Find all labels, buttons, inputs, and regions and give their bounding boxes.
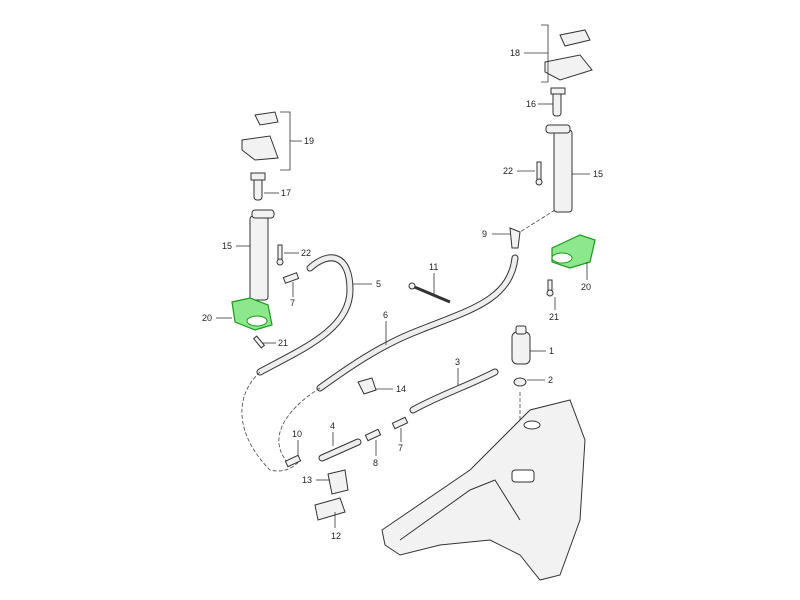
- connector-7-lower[interactable]: [391, 416, 409, 430]
- dashed-routing-line: [241, 371, 301, 472]
- callout-4[interactable]: 4: [330, 421, 335, 431]
- nozzle-17[interactable]: [250, 172, 266, 201]
- callout-21-left[interactable]: 21: [278, 338, 288, 348]
- clip-14[interactable]: [357, 377, 377, 395]
- washer-cylinder-15-left[interactable]: [249, 209, 275, 301]
- nozzle-16[interactable]: [550, 87, 566, 117]
- bracket-20-right[interactable]: [551, 234, 596, 269]
- callout-9[interactable]: 9: [482, 229, 487, 239]
- callout-22-right[interactable]: 22: [503, 166, 513, 176]
- callout-19[interactable]: 19: [304, 136, 314, 146]
- callout-14[interactable]: 14: [396, 384, 406, 394]
- callout-18[interactable]: 18: [510, 48, 520, 58]
- callout-7-lower[interactable]: 7: [398, 443, 403, 453]
- dashed-routing-line: [519, 209, 556, 233]
- screw-21-left[interactable]: [252, 335, 266, 349]
- dashed-routing-line: [278, 387, 321, 466]
- hose-3[interactable]: [409, 368, 499, 414]
- callout-6[interactable]: 6: [383, 310, 388, 320]
- screw-22-right[interactable]: [535, 161, 543, 186]
- connector-9[interactable]: [509, 227, 521, 249]
- connector-8[interactable]: [364, 428, 382, 442]
- callout-21-right[interactable]: 21: [549, 312, 559, 322]
- callout-10[interactable]: 10: [292, 429, 302, 439]
- nozzle-cover-18[interactable]: [544, 29, 593, 81]
- holder-12[interactable]: [314, 497, 346, 521]
- washer-reservoir[interactable]: [381, 399, 586, 581]
- washer-pump-1[interactable]: [511, 325, 531, 365]
- callout-15-left[interactable]: 15: [222, 241, 232, 251]
- hose-6[interactable]: [316, 254, 519, 392]
- clip-13[interactable]: [327, 469, 349, 495]
- callout-8[interactable]: 8: [373, 458, 378, 468]
- grommet-2[interactable]: [513, 377, 527, 387]
- callout-15-right[interactable]: 15: [593, 169, 603, 179]
- cable-tie-11[interactable]: [408, 282, 451, 304]
- callout-16[interactable]: 16: [526, 99, 536, 109]
- screw-22-left[interactable]: [276, 244, 284, 266]
- callout-5[interactable]: 5: [376, 279, 381, 289]
- callout-11[interactable]: 11: [429, 262, 438, 272]
- screw-21-right[interactable]: [546, 279, 554, 297]
- hose-4[interactable]: [318, 438, 362, 462]
- connector-10[interactable]: [284, 454, 302, 468]
- callout-13[interactable]: 13: [302, 475, 312, 485]
- connector-7-upper[interactable]: [282, 272, 300, 284]
- nozzle-cover-19[interactable]: [241, 111, 279, 161]
- callout-20-right[interactable]: 20: [581, 282, 591, 292]
- callout-22-left[interactable]: 22: [301, 248, 311, 258]
- callout-2[interactable]: 2: [548, 375, 553, 385]
- callout-12[interactable]: 12: [331, 531, 341, 541]
- leader-lines: [216, 24, 590, 528]
- callout-7-upper[interactable]: 7: [290, 298, 295, 308]
- washer-cylinder-15-right[interactable]: [545, 124, 573, 213]
- callout-3[interactable]: 3: [455, 357, 460, 367]
- callout-1[interactable]: 1: [549, 346, 554, 356]
- bracket-20-left[interactable]: [231, 297, 273, 331]
- callout-20-left[interactable]: 20: [202, 313, 212, 323]
- hose-5[interactable]: [256, 254, 354, 376]
- callout-17[interactable]: 17: [281, 188, 291, 198]
